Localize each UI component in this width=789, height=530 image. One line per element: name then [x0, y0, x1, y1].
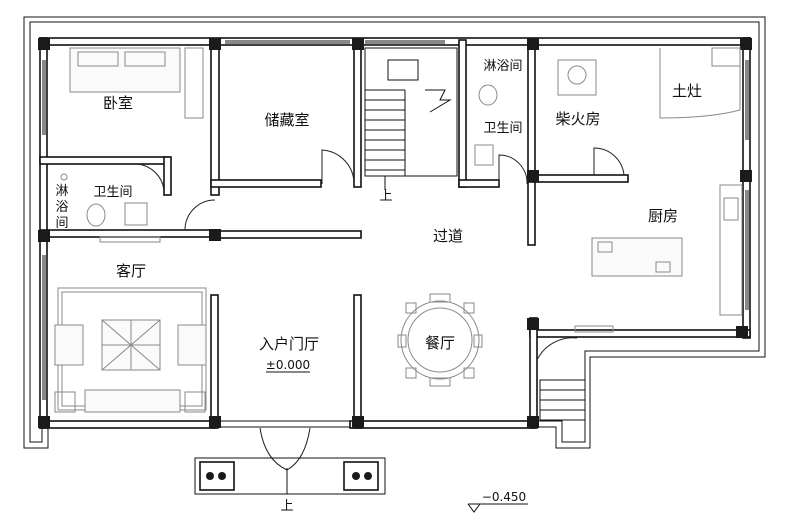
outer-eave-outline	[23, 16, 766, 449]
label-shower-top: 淋浴间	[483, 59, 522, 74]
interior-walls	[39, 39, 629, 429]
label-kitchen: 厨房	[648, 207, 678, 225]
staircase	[364, 47, 458, 190]
label-bedroom: 卧室	[103, 94, 133, 112]
label-living: 客厅	[116, 262, 146, 280]
label-corridor: 过道	[433, 227, 463, 245]
label-firewood: 柴火房	[555, 110, 600, 128]
wall-bath-right-bottom	[458, 179, 500, 188]
entry-up-mark: 上	[280, 499, 293, 514]
dining-table	[397, 293, 483, 387]
right-bath-fixtures	[474, 84, 498, 166]
wall-stair-right	[458, 39, 467, 188]
label-dining: 餐厅	[425, 334, 455, 352]
wall-living-top	[210, 230, 362, 239]
wall-bath-left-bottom	[39, 229, 217, 238]
wall-storage-bottom	[210, 179, 322, 188]
wall-bottom-right	[349, 420, 536, 429]
label-shower-left: 淋 浴 间	[55, 184, 68, 231]
kitchen-fixtures	[574, 47, 743, 333]
left-bath-fixtures	[60, 173, 161, 243]
firewood-stove	[557, 59, 597, 96]
label-bath-right: 卫生间	[483, 121, 522, 136]
entrance	[194, 457, 386, 495]
room-labels: 卧室 储藏室 淋浴间 卫生间 柴火房 土灶 卫生间 过道 厨房 客厅 入户门厅 …	[93, 59, 702, 353]
windows	[42, 40, 749, 400]
living-room-furniture	[54, 287, 207, 413]
wall-bottom-left	[39, 420, 216, 429]
label-entry: 入户门厅	[259, 335, 319, 353]
wall-bedroom-right	[210, 39, 220, 196]
side-steps	[539, 379, 586, 421]
wall-bath-left-right	[163, 156, 172, 196]
label-shower-left-1: 淋	[55, 184, 68, 199]
label-storage: 储藏室	[264, 111, 309, 129]
inner-eave-outline	[29, 21, 760, 443]
doors	[136, 147, 625, 471]
label-shower-left-3: 间	[55, 216, 68, 231]
wall-bedroom-bottom	[39, 156, 169, 165]
wall-entry-right	[353, 294, 362, 429]
wall-firewood-bottom	[527, 174, 629, 183]
wall-bath-right-right	[527, 39, 536, 246]
stair-up-mark: 上	[379, 189, 392, 204]
bed	[69, 47, 204, 119]
wall-entry-left	[210, 294, 219, 429]
outdoor-level: −0.450	[482, 490, 526, 504]
wall-right-lower	[529, 317, 538, 429]
columns	[38, 38, 752, 428]
wall-storage-right	[353, 39, 362, 188]
label-stove: 土灶	[672, 82, 702, 100]
wall-kitchen-bottom	[529, 329, 751, 338]
label-bath-left: 卫生间	[93, 185, 132, 200]
outdoor-level-marker	[467, 503, 528, 513]
indoor-level: ±0.000	[266, 358, 310, 372]
label-shower-left-2: 浴	[55, 200, 68, 215]
